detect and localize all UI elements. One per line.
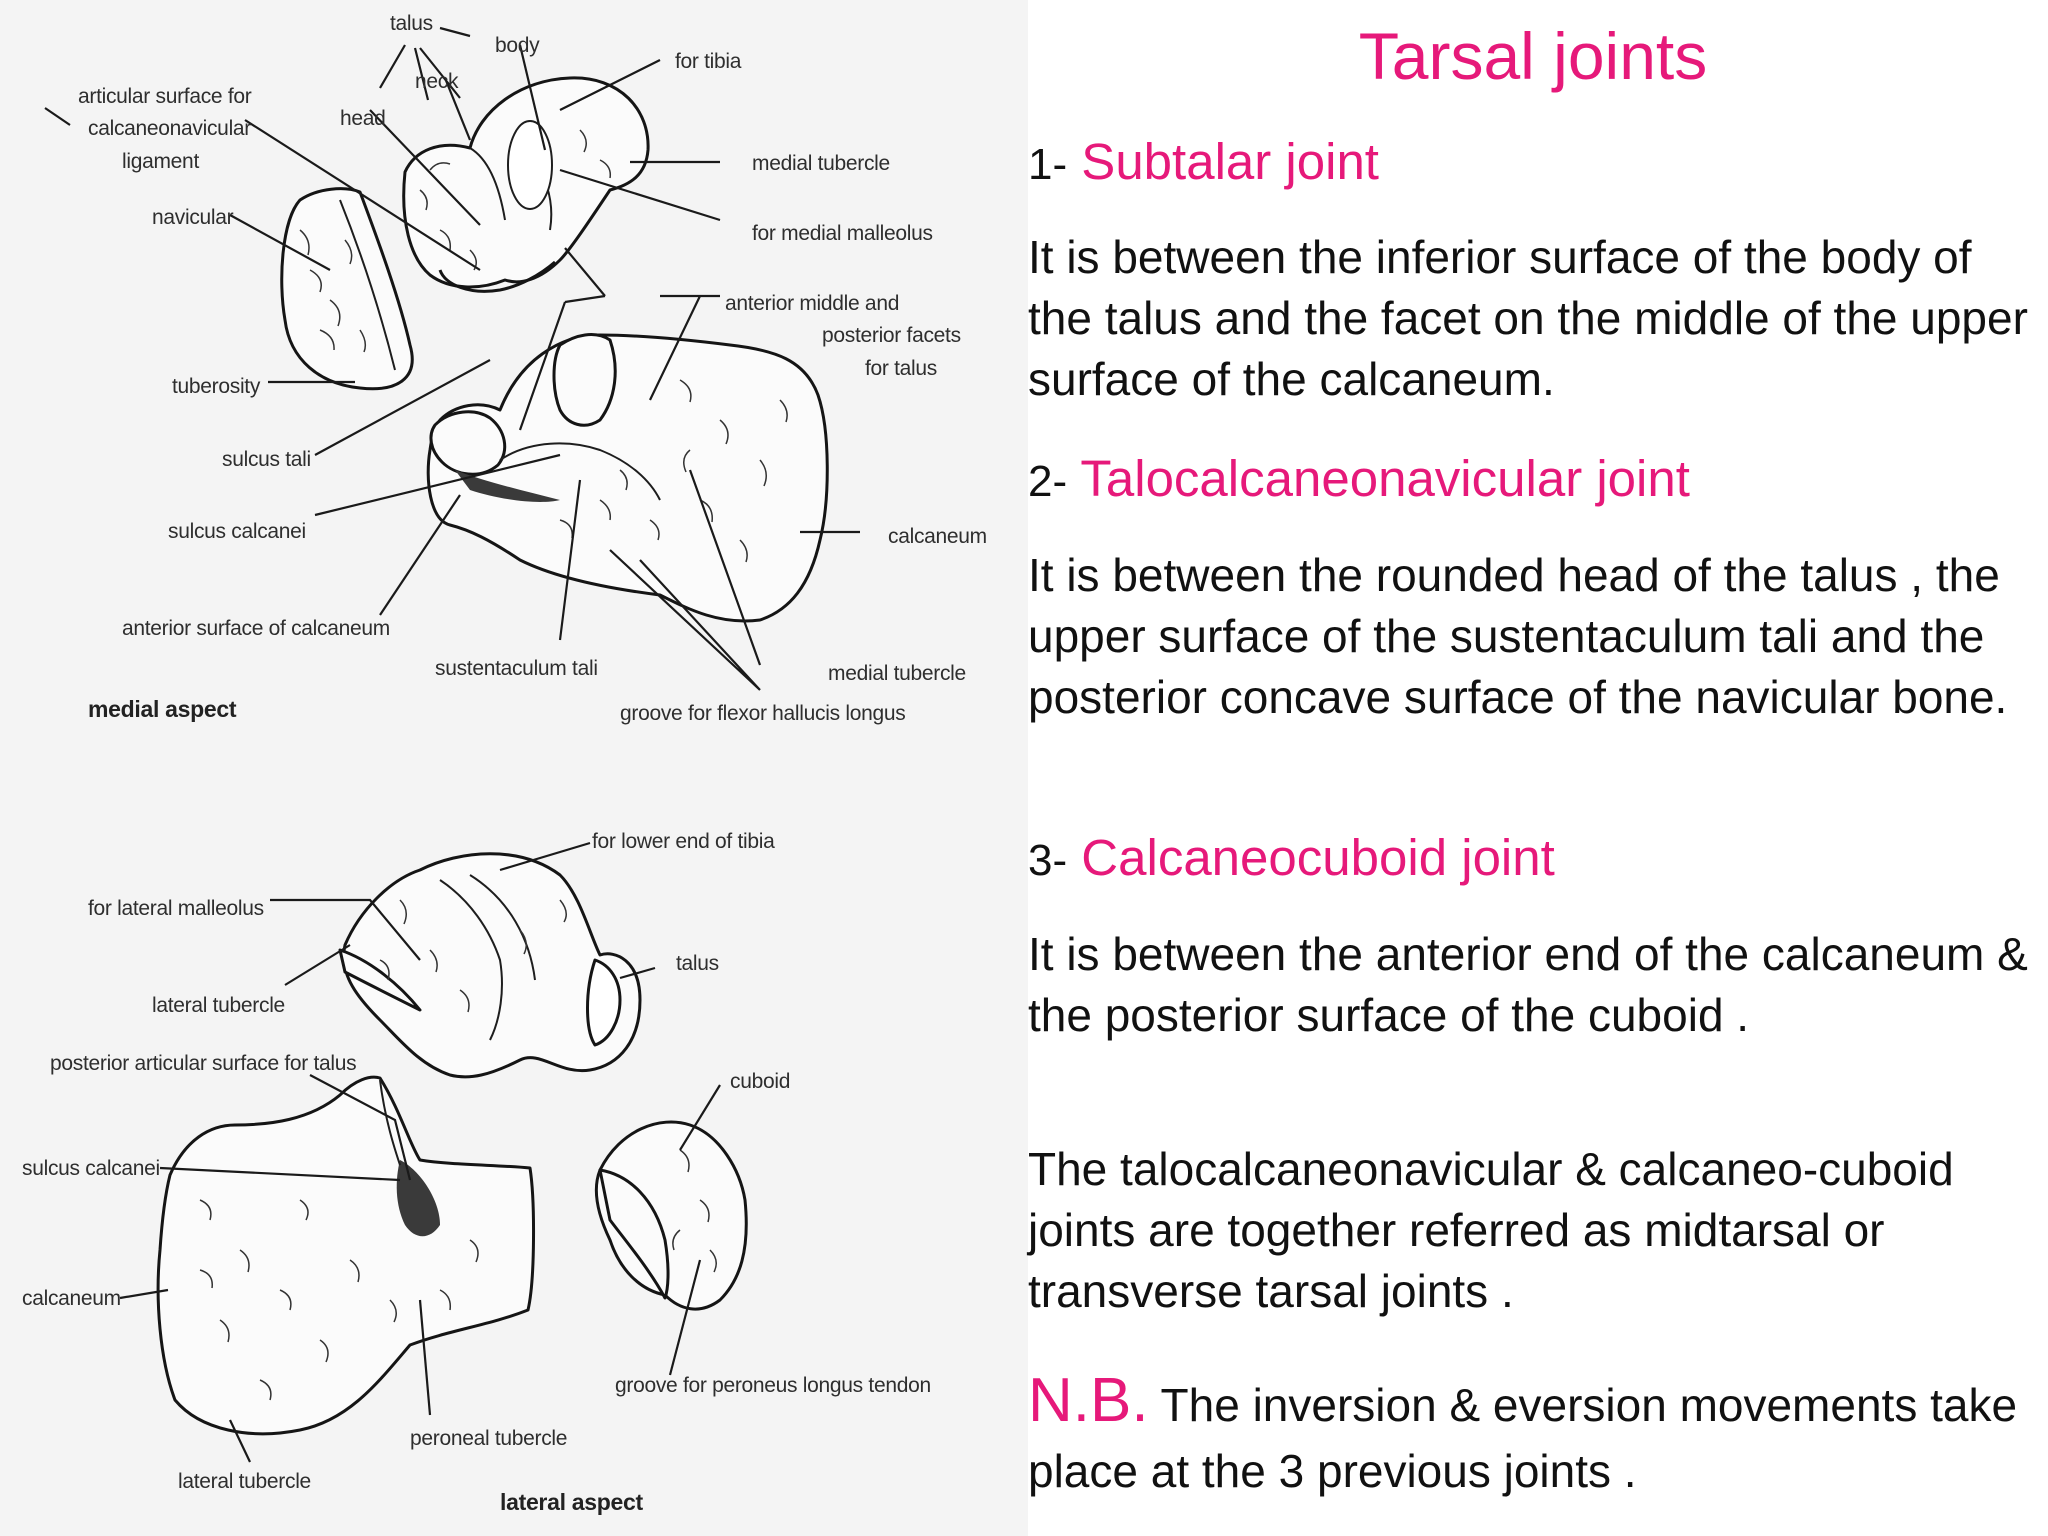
section-text-calcaneocuboid: It is between the anterior end of the ca…	[1028, 928, 2028, 1041]
label-groove-fhl: groove for flexor hallucis longus	[620, 702, 905, 725]
calcaneum-medial-drawing	[426, 333, 829, 623]
label-sulcus-calcanei-lateral: sulcus calcanei	[22, 1157, 160, 1180]
section-number: 3-	[1028, 836, 1068, 885]
label-groove-peroneus: groove for peroneus longus tendon	[615, 1374, 931, 1397]
label-facets-1: anterior middle and	[725, 292, 899, 315]
lateral-leader-lines	[119, 841, 721, 1463]
label-tuberosity: tuberosity	[172, 375, 261, 398]
section-number: 1-	[1028, 140, 1068, 189]
label-articular-surface-2: calcaneonavicular	[88, 117, 251, 140]
section-text-subtalar: It is between the inferior surface of th…	[1028, 231, 2028, 405]
section-heading-subtalar: 1- Subtalar joint	[1028, 132, 1379, 191]
label-cuboid: cuboid	[730, 1070, 790, 1093]
talus-lateral-drawing	[338, 852, 642, 1079]
label-lateral-tubercle-top: lateral tubercle	[152, 994, 285, 1017]
anatomy-figure: talus body neck head for tibia articular…	[0, 0, 1028, 1536]
label-sulcus-tali: sulcus tali	[222, 448, 311, 471]
label-lateral-tubercle-bottom: lateral tubercle	[178, 1470, 311, 1493]
section-number: 2-	[1028, 457, 1068, 506]
section-name: Subtalar joint	[1081, 133, 1379, 190]
label-posterior-articular: posterior articular surface for talus	[50, 1052, 356, 1075]
cuboid-drawing	[594, 1120, 748, 1311]
label-for-lower-tibia: for lower end of tibia	[592, 830, 775, 853]
navicular-bone-drawing	[280, 187, 414, 391]
label-navicular: navicular	[152, 206, 234, 229]
label-sulcus-calcanei-medial: sulcus calcanei	[168, 520, 306, 543]
label-for-medial-malleolus: for medial malleolus	[752, 222, 933, 245]
text-panel: Tarsal joints 1- Subtalar joint It is be…	[1028, 0, 2048, 1536]
label-sustentaculum: sustentaculum tali	[435, 657, 598, 680]
label-neck: neck	[415, 70, 459, 93]
label-articular-surface-1: articular surface for	[78, 85, 252, 108]
label-articular-surface-3: ligament	[122, 150, 199, 173]
summary-text: The talocalcaneonavicular & calcaneo-cub…	[1028, 1143, 1954, 1317]
talus-medial-drawing	[402, 76, 650, 293]
note-paragraph: N.B. The inversion & eversion movements …	[1028, 1368, 2043, 1504]
label-medial-tubercle-top: medial tubercle	[752, 152, 890, 175]
label-for-tibia: for tibia	[675, 50, 742, 73]
label-peroneal-tubercle: peroneal tubercle	[410, 1427, 567, 1450]
label-talus-medial: talus	[390, 12, 433, 35]
tarsal-bones-illustration: talus body neck head for tibia articular…	[22, 12, 987, 1515]
label-head: head	[340, 107, 386, 130]
section-text-talocalcaneonavicular: It is between the rounded head of the ta…	[1028, 549, 2008, 723]
section-name: Talocalcaneonavicular joint	[1080, 450, 1690, 507]
slide-title: Tarsal joints	[1358, 19, 1708, 93]
label-facets-3: for talus	[865, 357, 937, 380]
note-prefix: N.B.	[1028, 1366, 1149, 1435]
caption-medial-aspect: medial aspect	[88, 696, 237, 722]
label-calcaneum-lateral: calcaneum	[22, 1287, 121, 1310]
label-body: body	[495, 34, 540, 57]
label-calcaneum-medial: calcaneum	[888, 525, 987, 548]
medial-leader-lines	[44, 26, 860, 691]
note-text: The inversion & eversion movements take …	[1028, 1379, 2018, 1497]
section-name: Calcaneocuboid joint	[1081, 829, 1555, 886]
caption-lateral-aspect: lateral aspect	[500, 1489, 643, 1515]
section-heading-calcaneocuboid: 3- Calcaneocuboid joint	[1028, 828, 1555, 887]
label-medial-tubercle-bottom: medial tubercle	[828, 662, 966, 685]
label-anterior-surface: anterior surface of calcaneum	[122, 617, 390, 640]
section-heading-talocalcaneonavicular: 2- Talocalcaneonavicular joint	[1028, 449, 1690, 508]
calcaneum-lateral-drawing	[156, 1075, 536, 1436]
label-talus-lateral: talus	[676, 952, 719, 975]
label-facets-2: posterior facets	[822, 324, 961, 347]
label-for-lateral-malleolus: for lateral malleolus	[88, 897, 264, 920]
